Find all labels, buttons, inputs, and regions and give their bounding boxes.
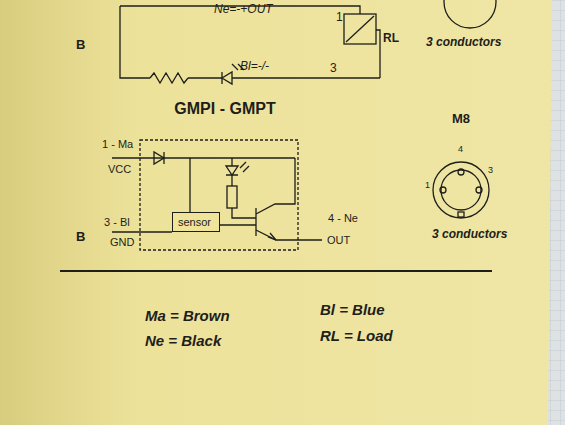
legend-entry: Bl = Blue <box>320 302 385 319</box>
signal-name: GND <box>110 236 134 248</box>
row-letter: B <box>76 230 85 244</box>
pin-number: 3 <box>330 62 337 75</box>
pin-label: 1 - Ma <box>102 138 133 150</box>
pin-number: 1 <box>425 181 430 191</box>
load-label: RL <box>383 32 399 45</box>
wire-label: Bl=-/- <box>240 60 269 73</box>
wire-label: Ne=-+OUT <box>214 3 273 16</box>
conductor-count: 3 conductors <box>426 36 501 49</box>
node-text: sensor <box>178 216 214 228</box>
section-title: GMPI - GMPT <box>174 100 275 118</box>
pin-number: 3 <box>488 166 493 176</box>
connector-type: M8 <box>452 112 470 126</box>
pin-number: 4 <box>458 145 463 155</box>
legend-entry: Ma = Brown <box>145 308 230 325</box>
pin-label: 3 - Bl <box>104 216 130 228</box>
signal-name: OUT <box>327 234 350 246</box>
legend-entry: RL = Load <box>320 328 393 345</box>
legend-entry: Ne = Black <box>145 333 221 350</box>
pin-label: 4 - Ne <box>328 212 358 224</box>
row-letter: B <box>76 38 85 52</box>
pin-number: 1 <box>336 11 343 24</box>
conductor-count: 3 conductors <box>432 228 507 241</box>
sensor-box: sensor <box>172 212 220 232</box>
signal-name: VCC <box>108 163 131 175</box>
